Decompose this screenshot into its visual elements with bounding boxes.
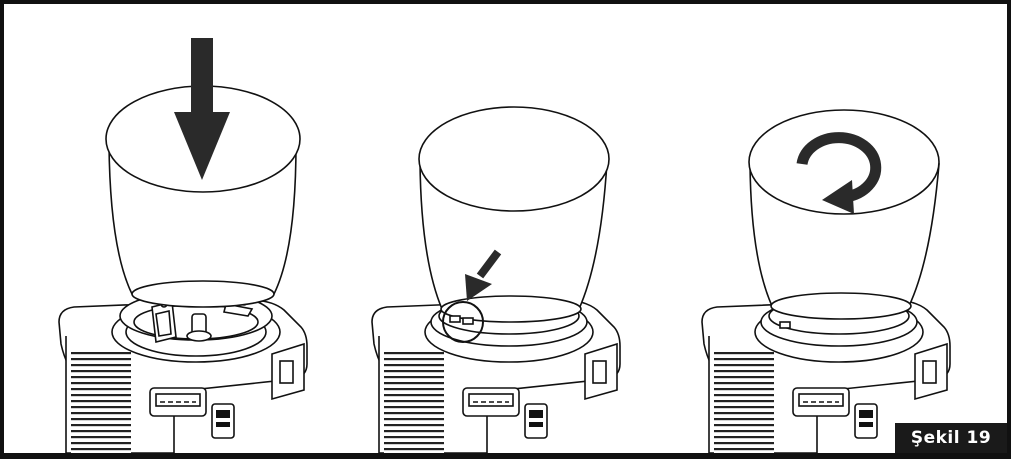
figure-label: Şekil 19 xyxy=(910,428,992,448)
notch-tab xyxy=(779,321,791,329)
panel-3-rotate-lock xyxy=(701,109,951,453)
down-arrow-large xyxy=(174,38,230,180)
hopper-bowl xyxy=(748,109,940,320)
diagonal-arrow xyxy=(465,249,502,301)
notch-tabs xyxy=(449,315,474,325)
figure-label-box: Şekil 19 xyxy=(895,423,1007,453)
rotate-arrow xyxy=(796,132,882,214)
illustration-canvas xyxy=(58,38,951,453)
notch-circle xyxy=(442,301,484,343)
panel-2-align-notch xyxy=(371,106,621,453)
panel-1-push-down xyxy=(58,38,308,453)
hopper-bowl xyxy=(418,106,610,323)
